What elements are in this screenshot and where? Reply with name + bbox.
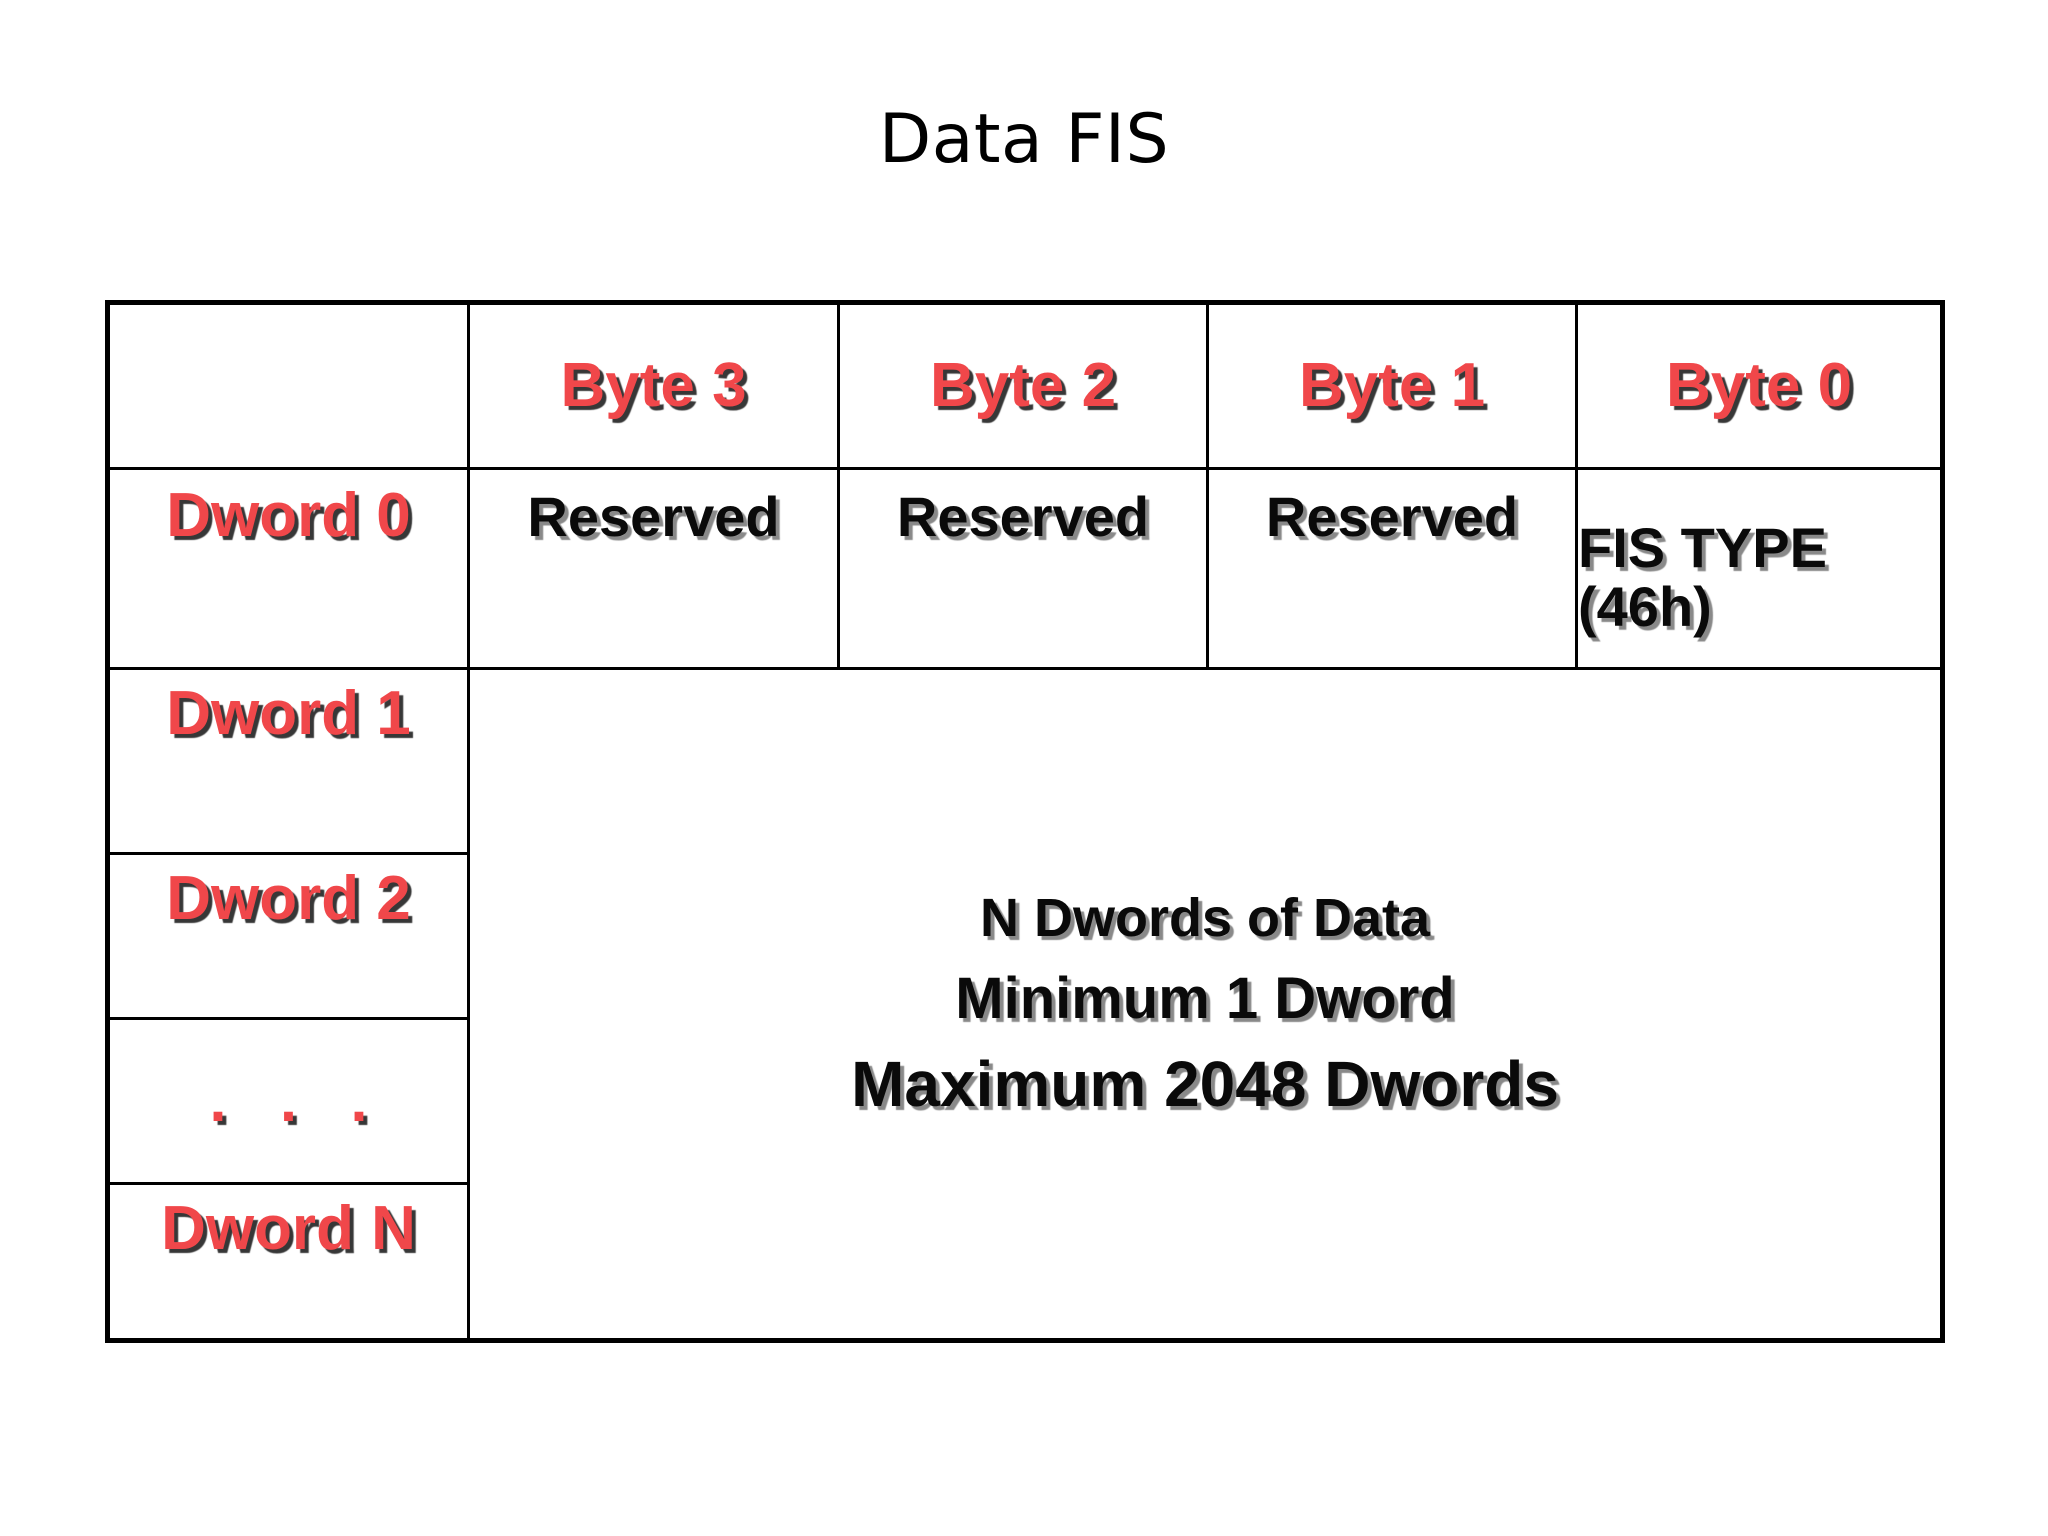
cell-dword0-byte3: Reserved bbox=[470, 470, 840, 670]
table-header-byte0: Byte 0 bbox=[1578, 305, 1940, 470]
table-header-byte2: Byte 2 bbox=[840, 305, 1209, 470]
header-byte3-label: Byte 3 bbox=[560, 350, 747, 420]
table-header-corner-cell bbox=[110, 305, 470, 470]
header-byte2-label: Byte 2 bbox=[929, 350, 1117, 420]
row-label-ellipsis: . . . bbox=[110, 1020, 470, 1185]
cell-dword0-byte0: FIS TYPE (46h) bbox=[1578, 470, 1940, 670]
row-label-dword-2: Dword 2 bbox=[110, 855, 470, 1020]
table-header-byte3: Byte 3 bbox=[470, 305, 840, 470]
dword-2-label: Dword 2 bbox=[166, 864, 411, 933]
dword0-byte3-value: Reserved bbox=[527, 485, 780, 548]
payload-line-3: Maximum 2048 Dwords bbox=[851, 1047, 1559, 1120]
dword-0-label: Dword 0 bbox=[166, 481, 411, 550]
table-header-byte1: Byte 1 bbox=[1209, 305, 1578, 470]
ellipsis-label: . . . bbox=[209, 1065, 386, 1135]
dword0-byte2-value: Reserved bbox=[896, 485, 1150, 548]
row-label-dword-1: Dword 1 bbox=[110, 670, 470, 855]
payload-line-2: Minimum 1 Dword bbox=[955, 965, 1455, 1031]
dword-n-label: Dword N bbox=[161, 1194, 416, 1263]
header-byte1-label: Byte 1 bbox=[1298, 350, 1486, 420]
dword-1-label: Dword 1 bbox=[166, 679, 411, 748]
row-label-dword-n: Dword N bbox=[110, 1185, 470, 1338]
page-title: Data FIS bbox=[878, 100, 1170, 179]
fis-type-label: FIS TYPE bbox=[1578, 516, 1827, 580]
fis-type-value: (46h) bbox=[1578, 574, 1712, 638]
cell-dword0-byte2: Reserved bbox=[840, 470, 1209, 670]
row-label-dword-0: Dword 0 bbox=[110, 470, 470, 670]
payload-line-1: N Dwords of Data bbox=[979, 888, 1431, 949]
header-byte0-label: Byte 0 bbox=[1665, 350, 1853, 420]
dword0-byte1-value: Reserved bbox=[1265, 485, 1519, 548]
cell-dword0-byte1: Reserved bbox=[1209, 470, 1578, 670]
data-fis-table: Byte 3 Byte 2 Byte 1 Byte 0 Dword 0 Rese… bbox=[105, 300, 1945, 1343]
payload-merged-cell: N Dwords of Data Minimum 1 Dword Maximum… bbox=[470, 670, 1940, 1338]
